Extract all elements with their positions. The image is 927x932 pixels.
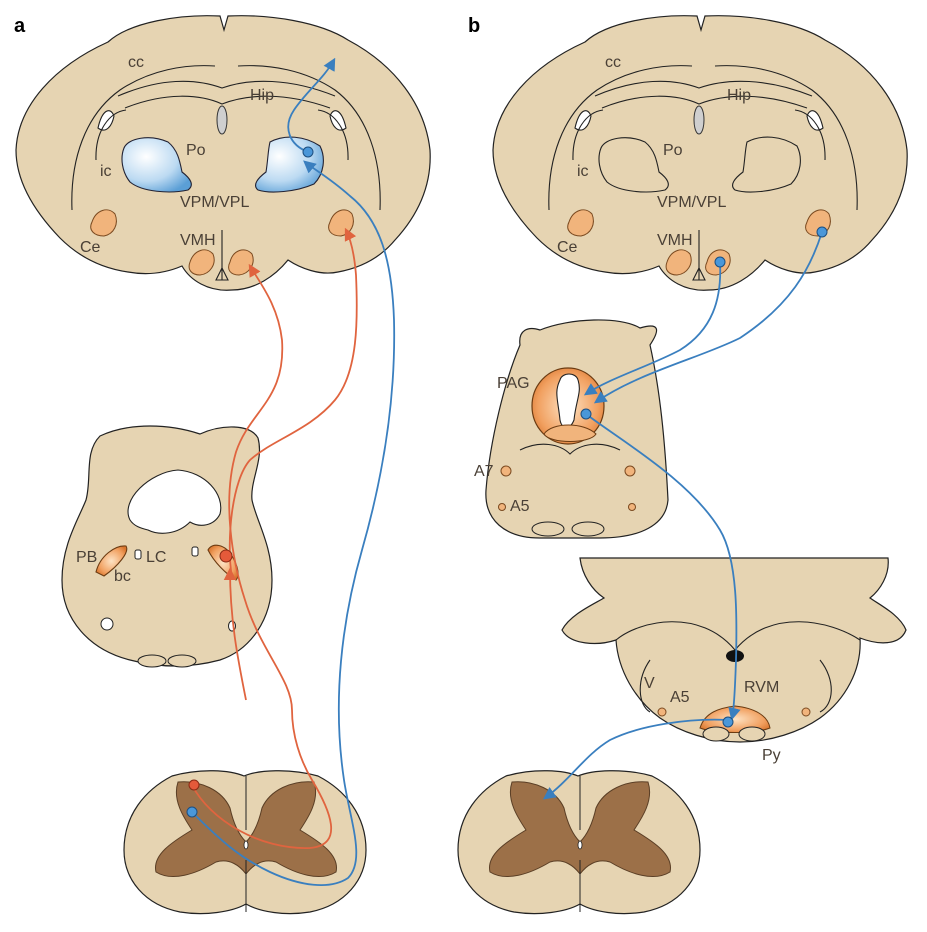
label-a5-midbrain-b: A5 bbox=[510, 498, 530, 515]
rvm-to-spinal-cord-path bbox=[542, 718, 729, 800]
spinal-cord-section-a bbox=[123, 770, 367, 915]
label-vmh-b: VMH bbox=[657, 232, 693, 249]
label-rvm-b: RVM bbox=[744, 679, 779, 696]
ce-to-pag-path bbox=[593, 231, 823, 404]
label-vpm-vpl-b: VPM/VPL bbox=[657, 194, 726, 211]
forebrain-section-a bbox=[15, 15, 431, 291]
thalamocortical-path bbox=[287, 57, 336, 153]
label-bc-a: bc bbox=[114, 568, 131, 585]
medulla-section-b bbox=[561, 557, 907, 743]
pons-section-a bbox=[61, 425, 273, 668]
forebrain-section-b bbox=[492, 15, 908, 291]
rvm-neuron-dot-b bbox=[722, 716, 734, 728]
label-ic-b: ic bbox=[577, 163, 589, 180]
label-ce-a: Ce bbox=[80, 239, 101, 256]
thalamic-neuron-dot-a bbox=[302, 146, 314, 158]
label-hip-b: Hip bbox=[727, 87, 751, 104]
panel-b-label: b bbox=[468, 15, 480, 37]
panel-a-label: a bbox=[14, 15, 26, 37]
spinal-neuron-blue-dot-a bbox=[186, 806, 198, 818]
ce-neuron-dot-b bbox=[816, 226, 828, 238]
label-ce-b: Ce bbox=[557, 239, 578, 256]
label-lc-a: LC bbox=[146, 549, 166, 566]
label-pb-a: PB bbox=[76, 549, 97, 566]
label-a7-b: A7 bbox=[474, 463, 494, 480]
label-hip-a: Hip bbox=[250, 87, 274, 104]
label-pag-b: PAG bbox=[497, 375, 530, 392]
vmh-to-pag-path bbox=[583, 261, 722, 396]
parabrachial-neuron-dot-a bbox=[219, 549, 233, 563]
po-vpm-nucleus-left-a bbox=[121, 137, 192, 193]
pag-neuron-dot-b bbox=[580, 408, 592, 420]
spinal-cord-section-b bbox=[457, 770, 701, 915]
spinal-neuron-red-dot-a bbox=[188, 779, 200, 791]
label-v-b: V bbox=[644, 675, 655, 692]
pag-to-rvm-path bbox=[585, 413, 741, 721]
midbrain-section-b bbox=[485, 319, 669, 539]
spino-parabrachial-to-vmh-path bbox=[191, 263, 333, 849]
spino-parabrachial-to-ce-path bbox=[228, 227, 358, 579]
label-cc-b: cc bbox=[605, 54, 621, 71]
spino-parabrachial-upper-path bbox=[223, 567, 247, 701]
label-vpm-vpl-a: VPM/VPL bbox=[180, 194, 249, 211]
spinothalamic-path bbox=[191, 160, 396, 887]
label-vmh-a: VMH bbox=[180, 232, 216, 249]
label-po-b: Po bbox=[663, 142, 683, 159]
po-vpm-outline-right-b bbox=[732, 136, 801, 193]
label-a5-medulla-b: A5 bbox=[670, 689, 690, 706]
vmh-neuron-dot-b bbox=[714, 256, 726, 268]
label-ic-a: ic bbox=[100, 163, 112, 180]
po-vpm-outline-left-b bbox=[598, 137, 669, 193]
label-cc-a: cc bbox=[128, 54, 144, 71]
label-po-a: Po bbox=[186, 142, 206, 159]
label-py-b: Py bbox=[762, 747, 781, 764]
